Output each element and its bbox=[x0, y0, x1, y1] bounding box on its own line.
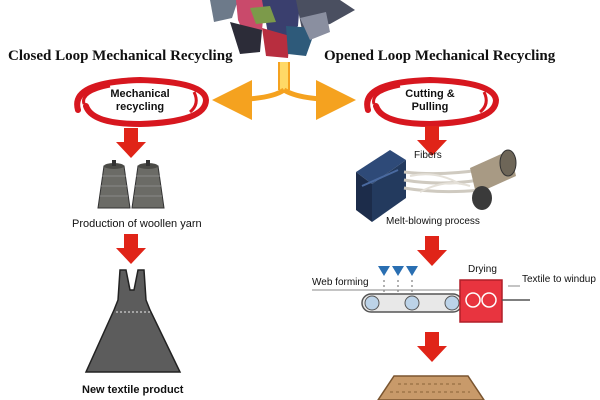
web-forming-conveyor-icon bbox=[312, 266, 496, 313]
product-label: New textile product bbox=[82, 384, 184, 396]
down-arrow-5 bbox=[417, 332, 447, 362]
clothes-pile-icon bbox=[210, 0, 355, 58]
closed-loop-title: Closed Loop Mechanical Recycling bbox=[8, 48, 233, 64]
windup-label: Textile to windup bbox=[522, 274, 596, 285]
drying-label: Drying bbox=[468, 264, 497, 275]
down-arrow-4 bbox=[417, 236, 447, 266]
opened-loop-title: Opened Loop Mechanical Recycling bbox=[324, 48, 556, 64]
fiber-machine-icon bbox=[356, 149, 517, 222]
split-arrow bbox=[212, 62, 356, 120]
web-forming-label: Web forming bbox=[312, 277, 369, 288]
dress-icon bbox=[84, 269, 182, 373]
mechanical-recycling-badge: Mechanical recycling bbox=[110, 88, 170, 113]
swirl-badge-right bbox=[364, 76, 500, 128]
down-arrow-3 bbox=[417, 126, 447, 156]
fibers-label: Fibers bbox=[414, 150, 442, 161]
down-arrow-2 bbox=[116, 234, 146, 264]
melt-blowing-label: Melt-blowing process bbox=[386, 216, 480, 227]
cutting-pulling-badge: Cutting & Pulling bbox=[405, 88, 455, 113]
swirl-badge-left bbox=[74, 76, 210, 128]
yarn-spools-icon bbox=[97, 160, 165, 209]
nonwoven-mat-icon bbox=[377, 375, 485, 400]
drying-box-icon bbox=[459, 279, 530, 323]
yarn-label: Production of woollen yarn bbox=[72, 218, 202, 230]
down-arrow-1 bbox=[116, 128, 146, 158]
